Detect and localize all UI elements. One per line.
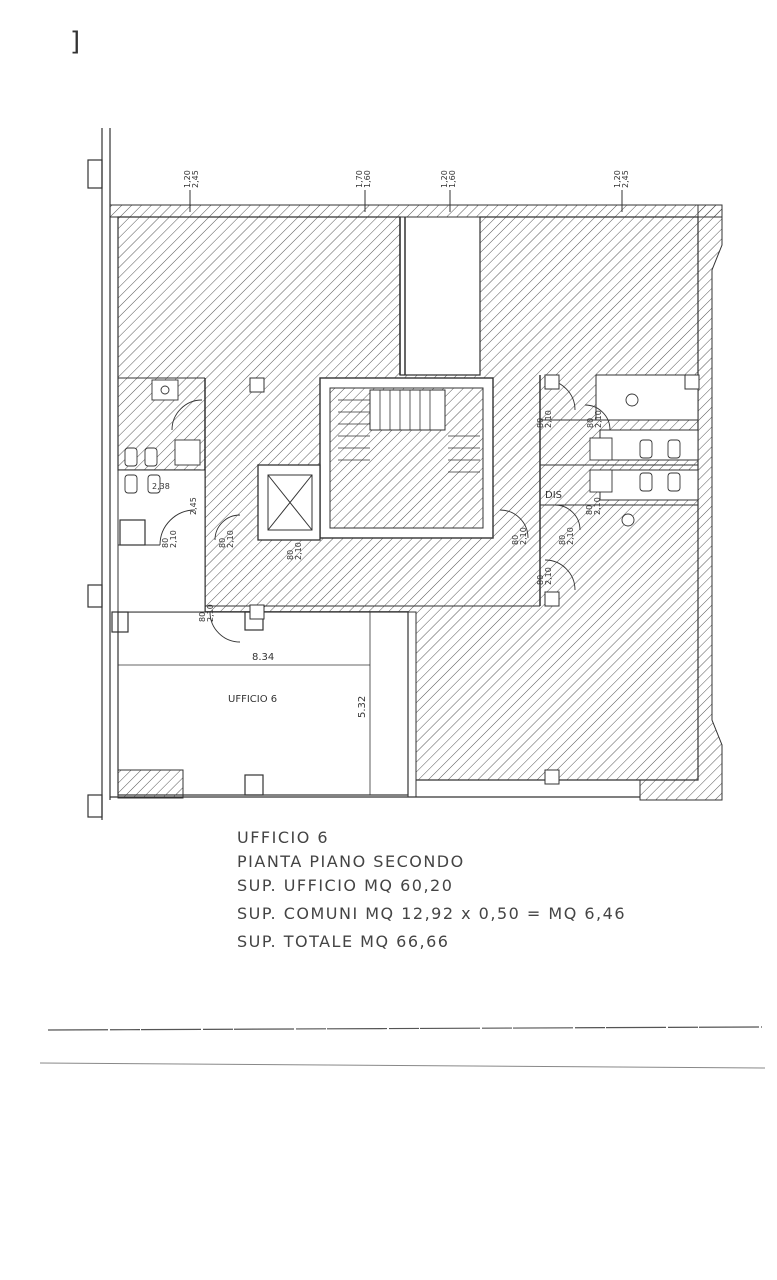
door-swings [159,379,611,643]
room-label: UFFICIO 6 [228,694,277,705]
door-dim: 802,10 [558,527,575,545]
window-dim-2: 1,701,60 [355,170,372,188]
caption-total-area: SUP. TOTALE MQ 66,66 [237,932,449,951]
scan-edge-line [39,1062,766,1069]
margin-mark: ] [70,27,80,57]
office-room [110,469,640,799]
window-dim-1: 1,202,45 [183,170,200,188]
caption-common-area: SUP. COMUNI MQ 12,92 x 0,50 = MQ 6,46 [237,904,626,923]
pillars [249,374,700,785]
door-dim: 802,10 [536,410,553,428]
window-dimensions: 1,202,45 1,701,60 1,201,60 1,202,45 [183,170,630,212]
dis-label: DIS [545,490,562,501]
door-dimensions: 802,10 802,10 802,10 802,10 802,10 802,1… [152,410,603,622]
caption: UFFICIO 6 PIANTA PIANO SECONDO SUP. UFFI… [237,828,626,951]
door-dim: 802,10 [585,497,602,515]
fixture-dim: 2,45 [189,497,198,515]
room-width: 8.34 [252,652,274,663]
door-dim: 802,10 [511,527,528,545]
window-dim-3: 1,201,60 [440,170,457,188]
window-dim-4: 1,202,45 [613,170,630,188]
stairwell [319,377,494,539]
page-edge-line [47,1026,763,1031]
room-depth: 5.32 [357,696,368,718]
elevator [257,464,321,541]
door-dim: 802,10 [161,530,178,548]
left-exterior-wall [87,128,111,820]
fixture-dim: 2,38 [152,482,170,491]
door-dim: 802,10 [536,567,553,585]
caption-office-area: SUP. UFFICIO MQ 60,20 [237,876,453,895]
door-dim: 802,10 [218,530,235,548]
sanitary-fixtures [124,379,681,527]
door-dim: 802,10 [586,410,603,428]
door-dim: 802,10 [286,542,303,560]
caption-floor: PIANTA PIANO SECONDO [237,852,465,871]
caption-title: UFFICIO 6 [237,828,329,847]
door-dim: 802,10 [198,604,215,622]
